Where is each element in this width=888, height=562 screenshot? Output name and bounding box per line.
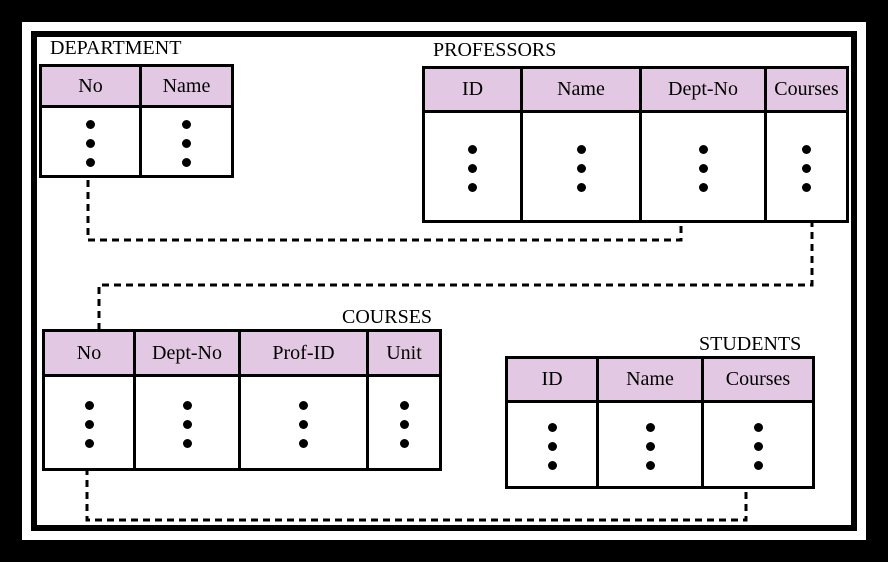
department-title: DEPARTMENT: [50, 37, 182, 59]
professors-table: ID Name Dept-No Courses: [422, 66, 849, 223]
professors-col-id: ID: [422, 66, 523, 113]
students-title: STUDENTS: [699, 333, 802, 355]
ellipsis-icon: [468, 145, 477, 192]
ellipsis-icon: [182, 401, 192, 448]
professors-cell-name: [520, 110, 642, 223]
link-department-professors: [86, 180, 683, 242]
ellipsis-icon: [182, 120, 191, 167]
courses-cell-dept-no: [133, 374, 241, 471]
ellipsis-icon: [802, 145, 811, 192]
students-col-courses: Courses: [701, 356, 815, 403]
students-col-id: ID: [505, 356, 599, 403]
ellipsis-icon: [698, 145, 708, 192]
professors-cell-dept-no: [639, 110, 767, 223]
students-cell-id: [505, 400, 599, 489]
courses-title: COURSES: [342, 306, 433, 328]
professors-col-name: Name: [520, 66, 642, 113]
ellipsis-icon: [547, 423, 557, 470]
department-col-name: Name: [139, 64, 234, 108]
professors-cell-id: [422, 110, 523, 223]
courses-table: No Dept-No Prof-ID Unit: [42, 329, 442, 471]
link-professors-courses: [97, 220, 814, 330]
ellipsis-icon: [399, 401, 409, 448]
professors-col-dept-no: Dept-No: [639, 66, 767, 113]
courses-cell-no: [42, 374, 136, 471]
professors-cell-courses: [764, 110, 849, 223]
courses-cell-prof-id: [238, 374, 369, 471]
students-table: ID Name Courses: [505, 356, 815, 489]
department-table: No Name: [39, 64, 234, 178]
students-col-name: Name: [596, 356, 704, 403]
department-col-no: No: [39, 64, 142, 108]
courses-cell-unit: [366, 374, 442, 471]
courses-col-prof-id: Prof-ID: [238, 329, 369, 377]
professors-col-courses: Courses: [764, 66, 849, 113]
ellipsis-icon: [645, 423, 655, 470]
link-courses-students: [85, 468, 748, 522]
ellipsis-icon: [299, 401, 308, 448]
department-cell-name: [139, 105, 234, 178]
ellipsis-icon: [86, 120, 95, 167]
ellipsis-icon: [753, 423, 763, 470]
professors-title: PROFESSORS: [433, 39, 557, 61]
ellipsis-icon: [576, 145, 586, 192]
courses-col-unit: Unit: [366, 329, 442, 377]
students-cell-name: [596, 400, 704, 489]
courses-col-no: No: [42, 329, 136, 377]
students-cell-courses: [701, 400, 815, 489]
ellipsis-icon: [84, 401, 94, 448]
department-cell-no: [39, 105, 142, 178]
courses-col-dept-no: Dept-No: [133, 329, 241, 377]
